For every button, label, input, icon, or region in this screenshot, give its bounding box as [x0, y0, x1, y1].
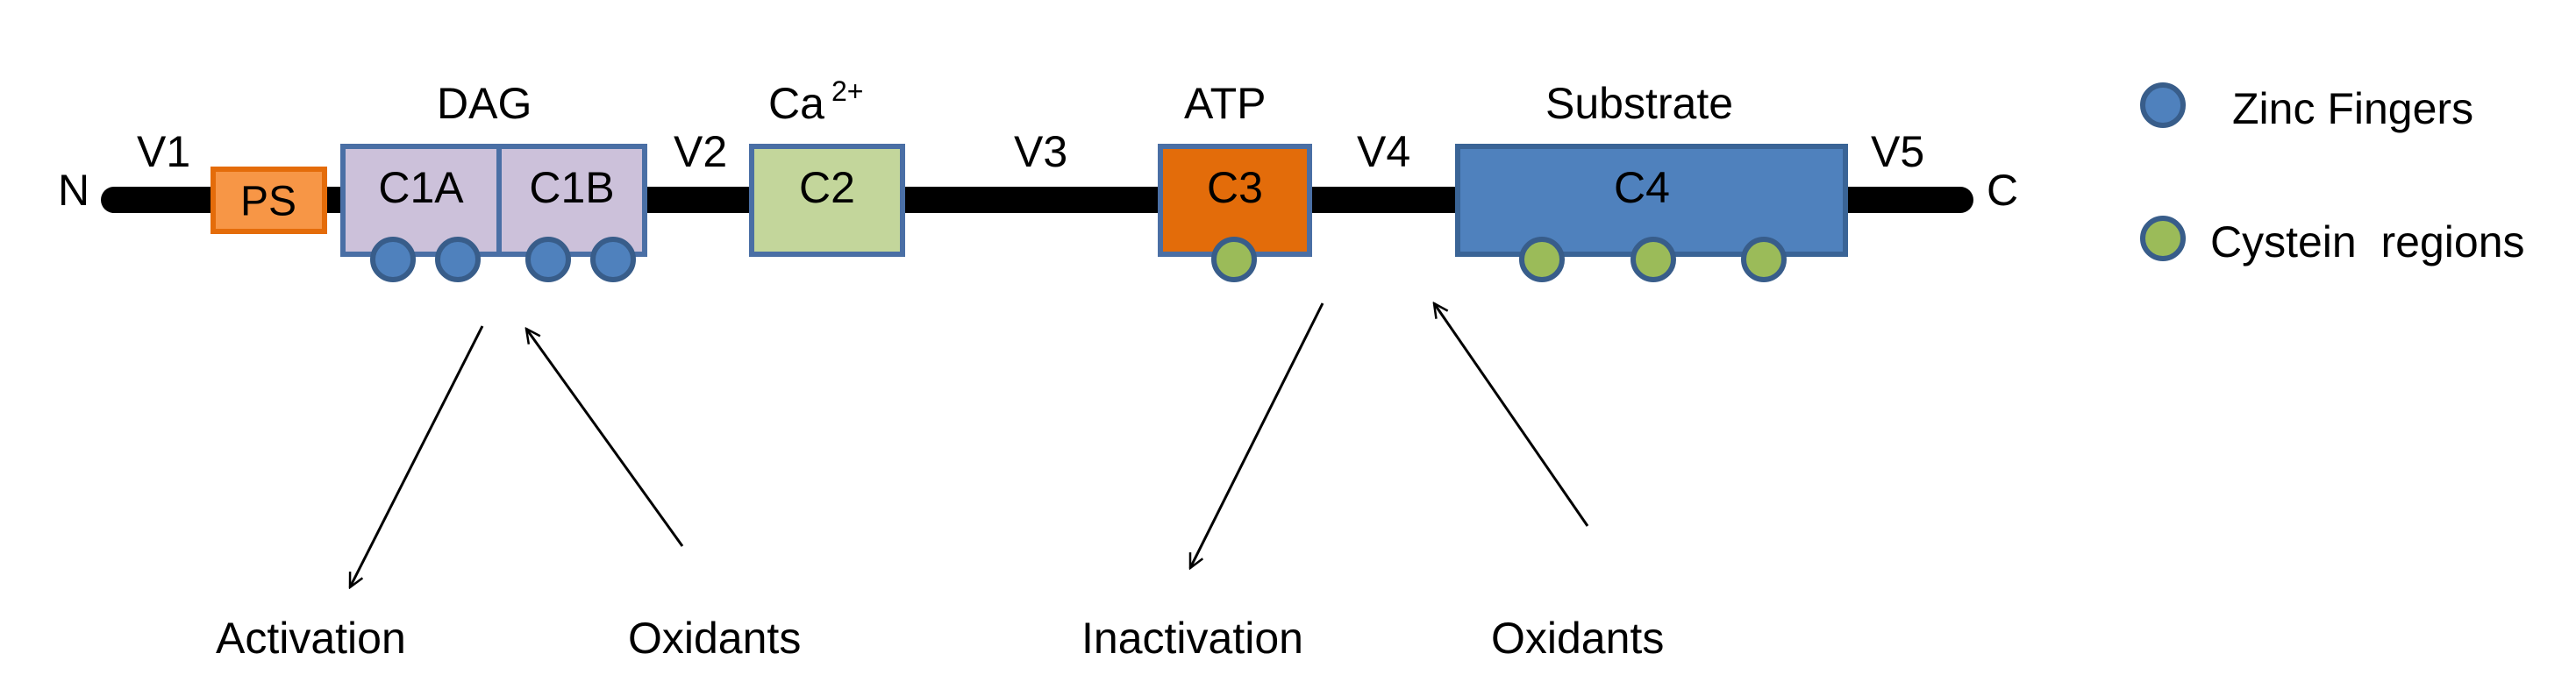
activation-label: Activation: [216, 614, 406, 663]
ca-superscript: 2+: [831, 75, 863, 107]
c2-label: C2: [799, 163, 855, 212]
c1b-domain: C1B: [496, 144, 647, 257]
cystein-region-circle: [1519, 237, 1565, 282]
zinc-finger-circle: [370, 237, 416, 282]
legend-cystein-region-swatch: [2140, 216, 2186, 261]
oxidants-right-label: Oxidants: [1491, 614, 1664, 663]
v3-label: V3: [1014, 127, 1067, 176]
zinc-finger-circle: [525, 237, 571, 282]
zinc-finger-circle: [590, 237, 636, 282]
v4-label: V4: [1357, 127, 1410, 176]
v5-label: V5: [1871, 127, 1924, 176]
dag-label: DAG: [437, 79, 532, 128]
oxidants-right-arrow: [1434, 303, 1589, 527]
cystein-region-circle: [1211, 237, 1257, 282]
c1a-domain: C1A: [340, 144, 502, 257]
inactivation-label: Inactivation: [1081, 614, 1303, 663]
ca-label: Ca: [768, 79, 824, 128]
ps-label: PS: [240, 179, 296, 225]
v1-label: V1: [137, 127, 190, 176]
legend-zinc-finger-swatch: [2140, 82, 2186, 128]
c1a-label: C1A: [378, 163, 464, 212]
c4-domain: C4: [1455, 144, 1848, 257]
legend: Zinc Fingers Cystein regions: [2140, 82, 2525, 266]
legend-zinc-finger-label: Zinc Fingers: [2232, 84, 2473, 133]
oxidants-left-arrow: [526, 329, 684, 547]
c3-domain: C3: [1158, 144, 1312, 257]
oxidants-left-label: Oxidants: [628, 614, 801, 663]
c1b-label: C1B: [529, 163, 614, 212]
c3-label: C3: [1207, 163, 1263, 212]
atp-label: ATP: [1184, 79, 1267, 128]
inactivation-arrow: [1188, 302, 1324, 568]
cystein-region-circle: [1631, 237, 1676, 282]
v2-label: V2: [674, 127, 727, 176]
substrate-label: Substrate: [1545, 79, 1733, 128]
legend-cystein-region-label: Cystein regions: [2210, 217, 2525, 266]
cystein-region-circle: [1741, 237, 1787, 282]
activation-arrow: [348, 325, 484, 587]
c-terminus-label: C: [1987, 166, 2018, 215]
c4-label: C4: [1614, 163, 1670, 212]
ps-domain: PS: [211, 167, 327, 234]
zinc-finger-circle: [435, 237, 481, 282]
c2-domain: C2: [749, 144, 905, 257]
n-terminus-label: N: [58, 166, 89, 215]
